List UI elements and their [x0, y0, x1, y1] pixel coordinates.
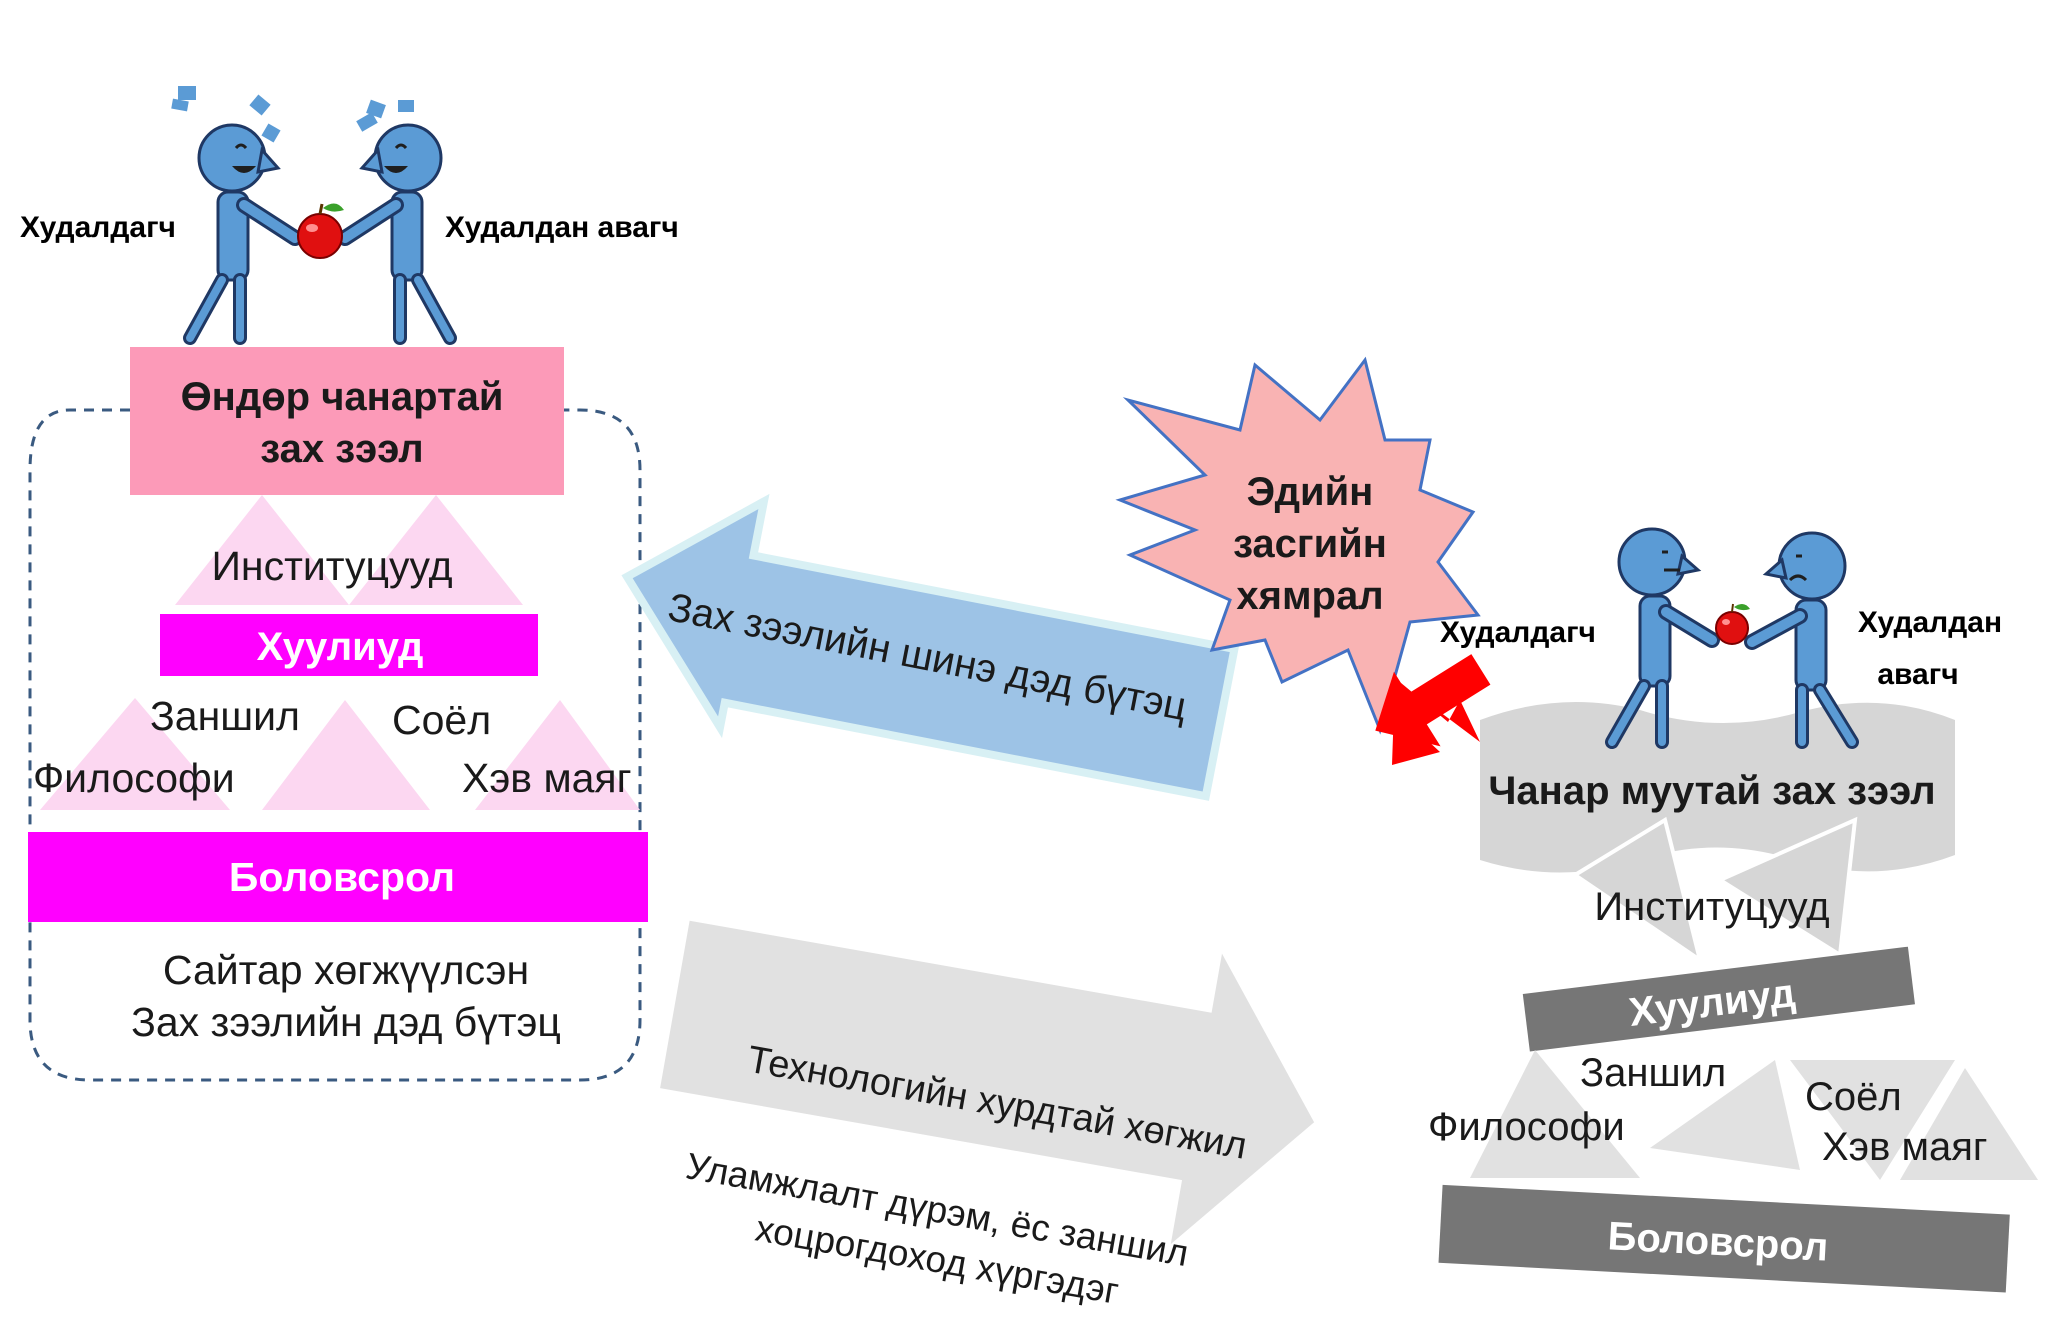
left-education-label: Боловсрол	[229, 854, 455, 900]
left-philosophy-label: Философи	[33, 755, 235, 801]
broken-culture-triangle	[1900, 1068, 2038, 1180]
left-apple-icon	[297, 203, 344, 259]
right-philosophy-label: Философи	[1428, 1105, 1625, 1149]
right-apple-icon	[1715, 603, 1750, 645]
right-lifestyle-label: Хэв маяг	[1822, 1125, 1987, 1169]
economic-crisis-burst	[1115, 356, 1481, 735]
left-buyer-label: Худалдан авагч	[445, 211, 679, 244]
broken-philosophy-triangle	[1470, 1050, 1640, 1178]
high-quality-market-title-line2: зах зээл	[260, 427, 423, 471]
broken-custom-triangle	[1650, 1060, 1800, 1170]
right-buyer-figure	[1744, 531, 1859, 749]
broken-institutions-triangle	[1715, 816, 1858, 959]
institutions-triangle	[349, 495, 523, 605]
left-institutions-label: Институцууд	[211, 543, 452, 589]
left-laws-bar	[160, 614, 538, 676]
crisis-label-line3: хямрал	[1236, 574, 1383, 618]
broken-institutions-triangle	[1571, 816, 1704, 965]
left-caption-line1: Сайтар хөгжүүлсэн	[163, 947, 529, 993]
left-seller-figure	[171, 86, 303, 345]
left-custom-label: Заншил	[150, 693, 300, 739]
right-education-bar	[1438, 1184, 2010, 1293]
left-caption-line2: Зах зээлийн дэд бүтэц	[131, 999, 561, 1045]
low-quality-market-title: Чанар муутай зах зээл	[1488, 769, 1935, 813]
right-laws-bar	[1522, 946, 1915, 1052]
red-arrow-shape	[1375, 654, 1491, 747]
technology-arrow	[660, 920, 1315, 1245]
high-quality-market-box	[130, 347, 564, 495]
lifestyle-triangle	[475, 700, 640, 810]
right-buyer-label-line1: Худалдан	[1858, 606, 2002, 639]
left-culture-label: Соёл	[392, 697, 491, 743]
right-culture-label: Соёл	[1805, 1075, 1902, 1119]
institutions-triangle	[175, 495, 349, 605]
high-quality-market-title-line1: Өндөр чанартай	[181, 375, 504, 419]
left-seller-label: Худалдагч	[20, 211, 176, 244]
right-seller-label: Худалдагч	[1440, 616, 1596, 649]
left-lifestyle-label: Хэв маяг	[462, 755, 632, 801]
right-seller-figure	[1605, 527, 1720, 749]
right-institutions-label: Институцууд	[1594, 885, 1829, 929]
right-buyer-label-line2: авагч	[1877, 658, 1958, 691]
crisis-label-line1: Эдийн	[1247, 470, 1374, 514]
crisis-label-line2: засгийн	[1233, 522, 1387, 566]
left-buyer-figure	[337, 99, 457, 345]
right-custom-label: Заншил	[1580, 1051, 1726, 1095]
new-infrastructure-arrow	[621, 493, 1240, 801]
broken-lifestyle-triangle	[1790, 1060, 1955, 1180]
left-education-bar	[28, 832, 648, 922]
custom-triangle	[40, 698, 230, 810]
culture-triangle	[262, 700, 430, 810]
infrastructure-dashed-boundary	[28, 408, 642, 1082]
left-laws-label: Хуулиуд	[257, 625, 424, 669]
